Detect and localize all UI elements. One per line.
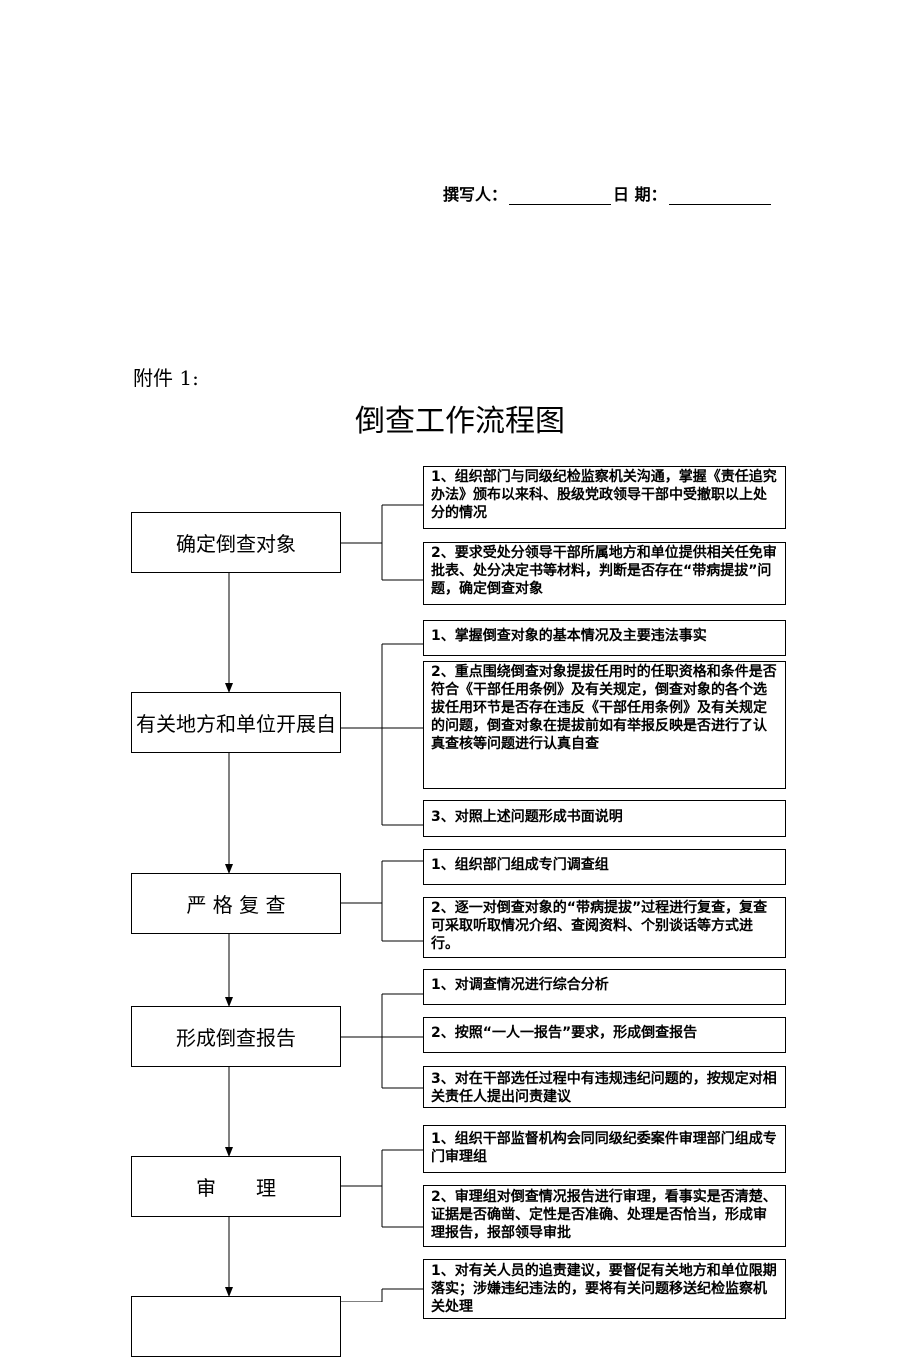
step-label: 审 理 [196,1176,276,1200]
detail-box-1-1: 1、组织部门与同级纪检监察机关沟通，掌握《责任追究办法》颁布以来科、股级党政领导… [423,466,786,529]
flowchart-connectors [225,504,423,1302]
detail-box-2-2: 2、重点围绕倒查对象提拔任用时的任职资格和条件是否符合《干部任用条例》及有关规定… [423,661,786,789]
step-label: 形成倒查报告 [176,1026,296,1050]
detail-box-4-1: 1、对调查情况进行综合分析 [423,969,786,1005]
detail-box-2-3: 3、对照上述问题形成书面说明 [423,800,786,837]
detail-box-4-2: 2、按照“一人一报告”要求，形成倒查报告 [423,1017,786,1053]
signature-line: 撰写人： 日 期： [443,181,773,205]
step-label: 严 格 复 查 [186,893,286,917]
author-blank [509,188,612,205]
detail-box-2-1: 1、掌握倒查对象的基本情况及主要违法事实 [423,620,786,656]
author-label: 撰写人： [443,185,508,204]
step-box-self-inspection: 有关地方和单位开展自 [131,692,341,753]
page-title: 倒查工作流程图 [355,404,565,439]
step-box-adjudication: 审 理 [131,1156,341,1217]
detail-box-3-1: 1、组织部门组成专门调查组 [423,849,786,885]
detail-box-3-2: 2、逐一对倒查对象的“带病提拔”过程进行复查，复查可采取听取情况介绍、查阅资料、… [423,897,786,958]
step-box-final [131,1296,341,1357]
step-box-strict-review: 严 格 复 查 [131,873,341,934]
step-label: 有关地方和单位开展自 [136,712,336,736]
detail-box-5-1: 1、组织干部监督机构会同同级纪委案件审理部门组成专门审理组 [423,1125,786,1173]
detail-box-6-1: 1、对有关人员的追责建议，要督促有关地方和单位限期落实；涉嫌违纪违法的，要将有关… [423,1259,786,1319]
step-box-form-report: 形成倒查报告 [131,1006,341,1067]
date-blank [668,188,771,205]
detail-box-5-2: 2、审理组对倒查情况报告进行审理，看事实是否清楚、证据是否确凿、定性是否准确、处… [423,1185,786,1247]
detail-box-4-3: 3、对在干部选任过程中有违规违纪问题的，按规定对相关责任人提出问责建议 [423,1066,786,1108]
step-box-determine-target: 确定倒查对象 [131,512,341,573]
step-label: 确定倒查对象 [176,532,296,556]
attachment-label: 附件 1: [133,366,199,390]
date-label: 日 期： [613,185,667,204]
detail-box-1-2: 2、要求受处分领导干部所属地方和单位提供相关任免审批表、处分决定书等材料，判断是… [423,542,786,605]
